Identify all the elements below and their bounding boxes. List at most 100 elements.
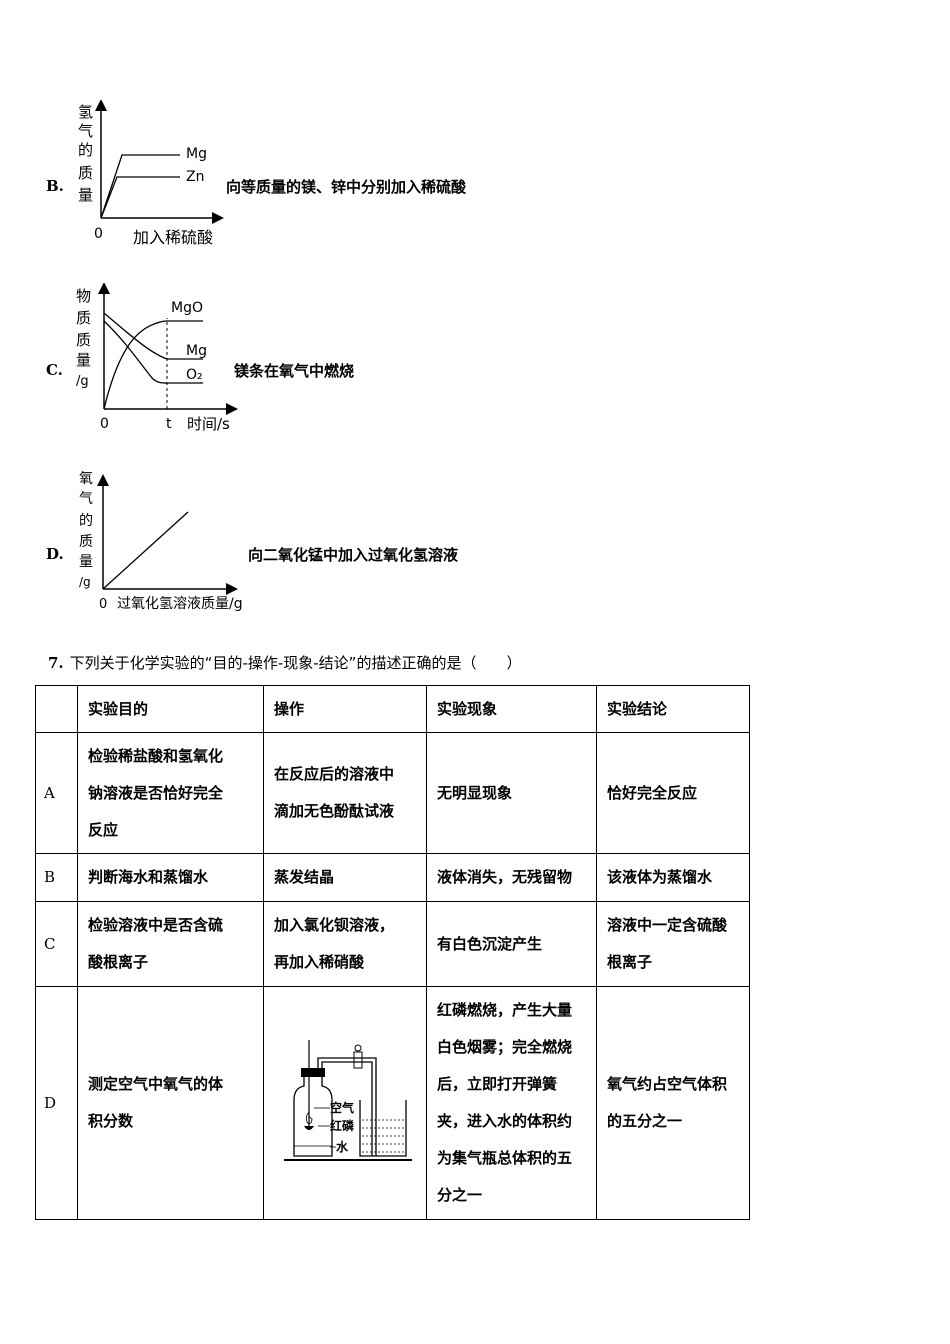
rubber-stopper	[301, 1068, 325, 1077]
cell-line: 的五分之一	[607, 1112, 683, 1130]
delivery-tube	[317, 1057, 377, 1156]
cell-phenomenon: 液体消失，无残留物	[426, 853, 597, 902]
curve-label-o2: O₂	[186, 367, 203, 383]
cell-line: 反应	[88, 820, 119, 839]
row-label: C	[35, 901, 78, 987]
y-label-char: 的	[78, 141, 93, 159]
table-row-d: D 测定空气中氧气的体 积分数	[35, 986, 750, 1220]
y-label-char: 质	[78, 164, 93, 182]
option-b-description: 向等质量的镁、锌中分别加入稀硫酸	[226, 178, 467, 196]
cell-line: 加入氯化钡溶液，	[274, 916, 395, 934]
cell-conclusion: 溶液中一定含硫酸 根离子	[596, 901, 750, 987]
cell-operation: 加入氯化钡溶液， 再加入稀硝酸	[263, 901, 427, 987]
spring-clamp	[353, 1051, 363, 1069]
cell-operation: 在反应后的溶液中 滴加无色酚酞试液	[263, 732, 427, 854]
combustion-spoon	[304, 1126, 314, 1130]
cell-line: 白色烟雾；完全燃烧	[437, 1038, 573, 1056]
row-label: B	[35, 853, 78, 902]
cell-line: 蒸发结晶	[274, 868, 335, 886]
clamp-knob	[354, 1044, 362, 1052]
y-label-char: 量	[78, 186, 93, 204]
delivery-tube-inner	[321, 1061, 373, 1156]
header-cell-empty	[35, 685, 78, 733]
x-axis-label: 加入稀硫酸	[133, 228, 213, 247]
cell-line: 在反应后的溶液中	[274, 765, 395, 783]
y-label-char: 质	[76, 309, 91, 327]
cell-line: 积分数	[88, 1112, 134, 1130]
option-b-letter: B.	[46, 177, 64, 195]
origin-label: 0	[94, 226, 103, 242]
option-c-graph: 物 质 质 量 /g MgO Mg O₂ 0 t 时间/s	[76, 283, 238, 433]
curve-mg	[100, 154, 180, 219]
label-air: 空气	[330, 1100, 354, 1115]
cell-line: 酸根离子	[88, 953, 149, 971]
cell-line: 判断海水和蒸馏水	[88, 868, 209, 886]
row-label: A	[35, 732, 78, 854]
flame-icon	[305, 1110, 313, 1125]
header-cell-conclusion: 实验结论	[596, 685, 750, 733]
cell-line: 恰好完全反应	[607, 783, 698, 802]
cell-purpose: 检验溶液中是否含硫 酸根离子	[77, 901, 264, 987]
oxygen-apparatus-diagram: 空气 红磷 水	[284, 1040, 412, 1161]
header-cell-purpose: 实验目的	[77, 685, 264, 733]
cell-line: 钠溶液是否恰好完全	[88, 783, 224, 802]
cell-line: 氧气约占空气体积	[607, 1075, 728, 1093]
x-axis-label: 时间/s	[187, 415, 230, 433]
option-d-letter: D.	[46, 545, 64, 563]
curve-o2	[103, 320, 203, 384]
header-cell-operation: 操作	[263, 685, 427, 733]
curve-zn	[100, 176, 180, 219]
curve-label-zn: Zn	[186, 169, 204, 185]
y-label-char: 物	[76, 287, 91, 305]
cell-phenomenon: 无明显现象	[426, 732, 597, 854]
cell-line: 检验稀盐酸和氢氧化	[88, 746, 224, 765]
cell-line: 液体消失，无残留物	[437, 868, 573, 886]
cell-line: 无明显现象	[437, 783, 513, 802]
table-row-b: B 判断海水和蒸馏水 蒸发结晶 液体消失，无残留物 该液体为蒸馏水	[35, 853, 750, 902]
origin-label: 0	[99, 597, 107, 612]
cell-line: 测定空气中氧气的体	[88, 1075, 224, 1093]
cell-operation: 空气 红磷 水	[263, 986, 427, 1220]
cell-line: 滴加无色酚酞试液	[274, 802, 395, 820]
cell-conclusion: 恰好完全反应	[596, 732, 750, 854]
y-label-char: 气	[78, 122, 93, 140]
y-label-char: 量	[76, 351, 91, 369]
option-c-letter: C.	[46, 361, 63, 379]
question-number: 7.	[48, 654, 64, 672]
cell-conclusion: 氧气约占空气体积 的五分之一	[596, 986, 750, 1220]
y-label-char: 气	[79, 491, 93, 507]
cell-line: 红磷燃烧，产生大量	[437, 1001, 573, 1019]
cell-line: 夹，进入水的体积约	[437, 1112, 573, 1130]
cell-phenomenon: 红磷燃烧，产生大量 白色烟雾；完全燃烧 后，立即打开弹簧 夹，进入水的体积约 为…	[426, 986, 597, 1220]
table-header-row: 实验目的 操作 实验现象 实验结论	[35, 685, 750, 733]
cell-conclusion: 该液体为蒸馏水	[596, 853, 750, 902]
table-row-a: A 检验稀盐酸和氢氧化 钠溶液是否恰好完全 反应 在反应后的溶液中 滴加无色酚酞…	[35, 732, 750, 854]
cell-line: 后，立即打开弹簧	[437, 1075, 558, 1093]
curve-label-mg: Mg	[186, 146, 207, 162]
cell-line: 检验溶液中是否含硫	[88, 916, 224, 934]
x-tick-t: t	[166, 416, 172, 432]
label-water: 水	[336, 1139, 349, 1154]
header-cell-phenomenon: 实验现象	[426, 685, 597, 733]
label-red-phosphorus: 红磷	[330, 1118, 355, 1133]
y-label-char: 的	[79, 513, 93, 529]
option-c-description: 镁条在氧气中燃烧	[234, 362, 355, 380]
y-label-char: 质	[79, 534, 93, 550]
y-label-char: 氧	[79, 471, 93, 487]
cell-phenomenon: 有白色沉淀产生	[426, 901, 597, 987]
x-axis-label: 过氧化氢溶液质量/g	[117, 596, 243, 612]
question-7-stem: 7. 下列关于化学实验的“目的-操作-现象-结论”的描述正确的是（ ）	[48, 652, 521, 673]
curve-label-mgo: MgO	[171, 300, 203, 316]
option-d-graph: 氧 气 的 质 量 /g 0 过氧化氢溶液质量/g	[79, 471, 243, 612]
cell-line: 为集气瓶总体积的五	[437, 1149, 573, 1167]
origin-label: 0	[100, 416, 109, 432]
y-label-char: 质	[76, 331, 91, 349]
cell-line: 溶液中一定含硫酸	[607, 916, 728, 934]
cell-line: 分之一	[437, 1186, 483, 1204]
cell-purpose: 测定空气中氧气的体 积分数	[77, 986, 264, 1220]
question-text: 下列关于化学实验的“目的-操作-现象-结论”的描述正确的是（ ）	[69, 654, 522, 672]
table-row-c: C 检验溶液中是否含硫 酸根离子 加入氯化钡溶液， 再加入稀硝酸 有白色沉淀产生…	[35, 901, 750, 987]
beaker	[359, 1100, 407, 1157]
oxygen-line	[102, 511, 189, 590]
option-b-graph: 氢 气 的 质 量 Mg Zn 0 加入稀硫酸	[78, 100, 224, 247]
